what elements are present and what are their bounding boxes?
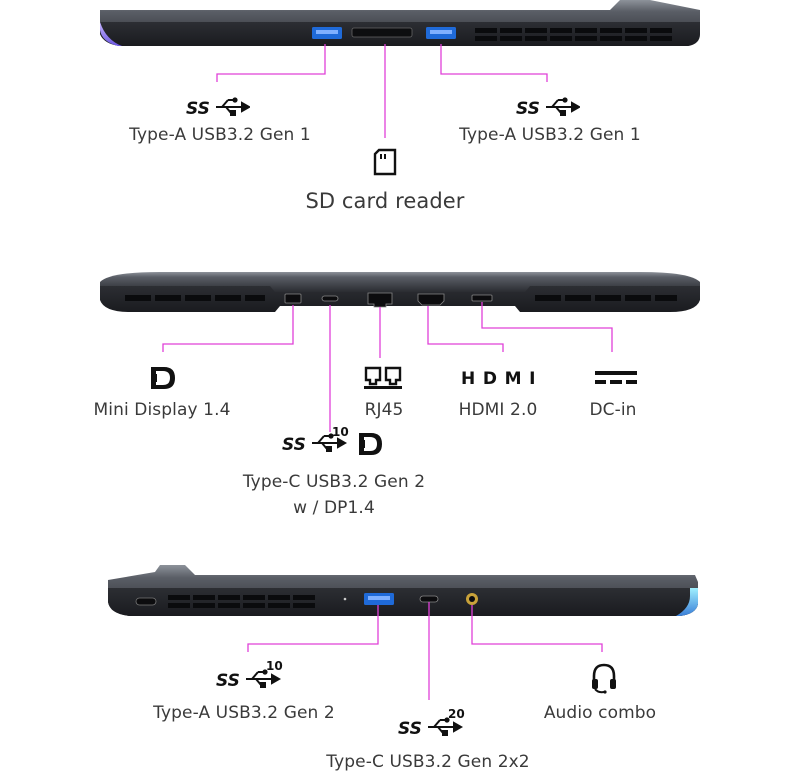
superspeed-usb-icon: SS (516, 97, 580, 118)
label-usb-a-gen1-right: Type-A USB3.2 Gen 1 (459, 125, 641, 145)
svg-text:20: 20 (448, 707, 465, 721)
svg-text:SS: SS (216, 671, 240, 691)
rj45-port (367, 292, 393, 308)
hdmi-icon: HDMI (461, 369, 536, 386)
label-usb-a-gen2: Type-A USB3.2 Gen 2 (153, 703, 335, 723)
label-audio-combo: Audio combo (543, 703, 657, 723)
label-mini-display: Mini Display 1.4 (93, 400, 231, 420)
svg-text:SS: SS (516, 99, 540, 118)
headset-icon (592, 663, 616, 694)
label-usb-c-gen2-line2: w / DP1.4 (293, 498, 375, 518)
label-dc-in: DC-in (589, 400, 637, 420)
svg-text:SS: SS (282, 435, 306, 455)
superspeed-usb-10-icon: SS 10 (216, 659, 283, 691)
superspeed-usb-10-displayport-icon: SS 10 (282, 425, 382, 455)
label-rj45: RJ45 (364, 400, 404, 420)
hdmi-port (417, 293, 445, 306)
ethernet-icon (364, 366, 402, 389)
sd-slot (351, 27, 413, 38)
svg-text:SS: SS (398, 719, 422, 739)
laptop-right-side (108, 565, 698, 616)
label-usb-c-gen2x2: Type-C USB3.2 Gen 2x2 (326, 752, 530, 772)
dc-in-port (471, 294, 493, 302)
svg-text:HDMI: HDMI (461, 369, 535, 386)
label-usb-c-gen2-line1: Type-C USB3.2 Gen 2 (242, 472, 426, 492)
label-usb-a-gen1-left: Type-A USB3.2 Gen 1 (129, 125, 311, 145)
svg-text:10: 10 (332, 425, 349, 439)
leader-lines-rear (162, 302, 613, 432)
usb-c-port-rear (321, 295, 339, 302)
label-sd-card-reader: SD card reader (305, 189, 465, 213)
mini-dp-port (284, 293, 302, 304)
leader-lines-left (216, 44, 548, 138)
displayport-icon (151, 367, 175, 389)
label-hdmi: HDMI 2.0 (458, 400, 538, 420)
laptop-left-side (100, 0, 700, 46)
dc-power-icon (595, 371, 637, 384)
leader-lines-right (247, 602, 603, 700)
svg-text:10: 10 (266, 659, 283, 673)
laptop-rear (100, 272, 700, 312)
superspeed-usb-icon: SS (186, 97, 250, 118)
superspeed-usb-20-icon: SS 20 (398, 707, 465, 739)
svg-text:SS: SS (186, 99, 210, 118)
sd-card-icon (373, 148, 397, 176)
usb-c-port-right (419, 595, 439, 603)
